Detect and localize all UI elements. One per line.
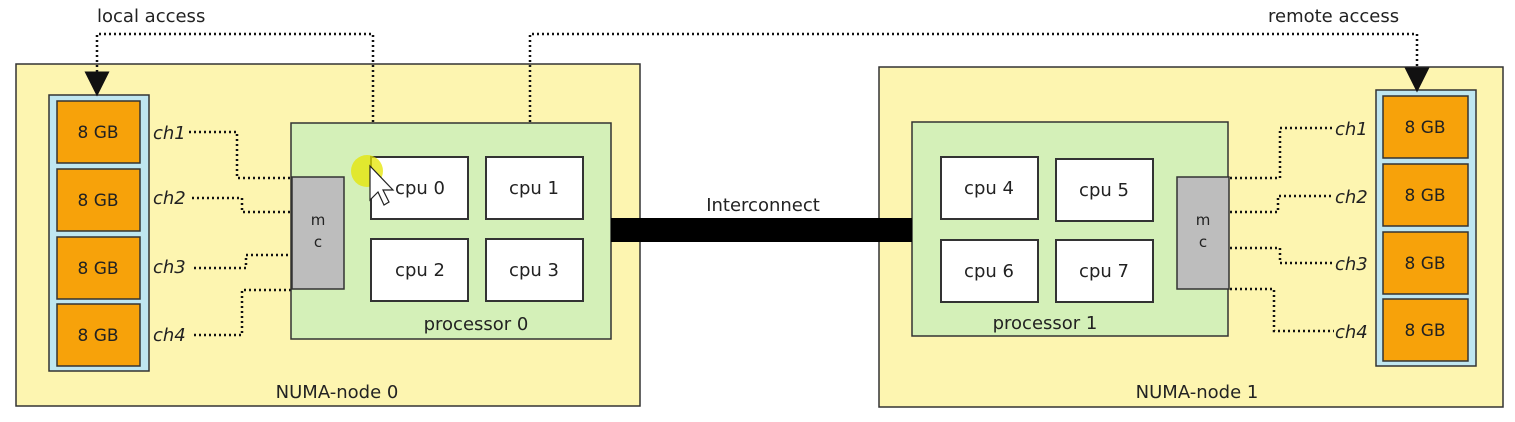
- memory-module-label: 8 GB: [1404, 186, 1445, 206]
- memory-module-label: 8 GB: [77, 259, 118, 279]
- interconnect-bar: [611, 218, 912, 242]
- channel-label-ch1: ch1: [153, 123, 186, 144]
- channel-label-ch2: ch2: [153, 188, 186, 209]
- local-access-arrow: [84, 32, 375, 122]
- channel-line-ch2: [1230, 194, 1334, 214]
- remote-access-arrow: [528, 32, 1430, 122]
- channel-line-ch2: [192, 196, 292, 214]
- cursor-arrow-icon: [369, 164, 395, 206]
- processor-1-label: processor 1: [993, 313, 1098, 334]
- cpu-core: cpu 7: [1055, 239, 1154, 303]
- channel-line-ch3: [194, 253, 292, 270]
- memory-module-label: 8 GB: [77, 326, 118, 346]
- cpu-label: cpu 2: [395, 260, 445, 281]
- cpu-label: cpu 3: [509, 260, 559, 281]
- memory-module: 8 GB: [56, 100, 141, 164]
- memory-module-label: 8 GB: [1404, 118, 1445, 138]
- memory-module: 8 GB: [1382, 163, 1469, 227]
- mc-label-m: m: [311, 211, 326, 229]
- interconnect-label: Interconnect: [706, 195, 820, 216]
- remote-access-label: remote access: [1268, 6, 1399, 27]
- cpu-label: cpu 6: [964, 261, 1014, 282]
- numa-node-0: NUMA-node 0 8 GB 8 GB 8 GB 8 GB ch1 ch2: [15, 63, 641, 407]
- channel-line-ch3: [1230, 246, 1334, 265]
- memory-module-label: 8 GB: [1404, 254, 1445, 274]
- memory-controller-0: m c: [291, 176, 345, 290]
- memory-module-label: 8 GB: [77, 191, 118, 211]
- channel-label-ch2: ch2: [1335, 187, 1368, 208]
- cpu-label: cpu 7: [1079, 261, 1129, 282]
- processor-1: processor 1 cpu 4 cpu 5 cpu 6 cpu 7 m c: [911, 121, 1230, 337]
- memory-controller-1: m c: [1176, 176, 1230, 290]
- channel-label-ch4: ch4: [1335, 322, 1368, 343]
- cpu-core: cpu 5: [1055, 158, 1154, 222]
- memory-module-label: 8 GB: [1404, 321, 1445, 341]
- remote-access: remote access: [528, 6, 1430, 122]
- channel-line-ch1: [189, 130, 292, 180]
- cpu-core: cpu 4: [940, 156, 1039, 220]
- channel-label-ch1: ch1: [1335, 119, 1368, 140]
- channel-line-ch4: [1230, 287, 1334, 333]
- cpu-core: cpu 1: [485, 156, 584, 220]
- mc-label-c: c: [1199, 233, 1207, 251]
- local-access: local access: [84, 6, 375, 122]
- channel-label-ch4: ch4: [153, 325, 186, 346]
- cpu-label: cpu 4: [964, 178, 1014, 199]
- cpu-core: cpu 3: [485, 238, 584, 302]
- processor-0-label: processor 0: [424, 314, 529, 335]
- memory-module: 8 GB: [56, 236, 141, 300]
- channel-label-ch3: ch3: [153, 257, 186, 278]
- memory-module: 8 GB: [1382, 95, 1469, 159]
- mc-label-m: m: [1196, 211, 1211, 229]
- processor-0: processor 0 m c cpu 0 cpu 1 cpu 2 cpu 3: [290, 122, 612, 340]
- channel-line-ch4: [194, 288, 292, 337]
- memory-module: 8 GB: [56, 303, 141, 367]
- interconnect: Interconnect: [611, 195, 912, 242]
- memory-module-label: 8 GB: [77, 123, 118, 143]
- cpu-core: cpu 2: [370, 238, 469, 302]
- memory-module: 8 GB: [56, 168, 141, 232]
- numa-node-1-label: NUMA-node 1: [1136, 382, 1259, 403]
- cpu-label: cpu 0: [395, 178, 445, 199]
- local-access-label: local access: [97, 6, 205, 27]
- channel-label-ch3: ch3: [1335, 254, 1368, 275]
- memory-module: 8 GB: [1382, 298, 1469, 362]
- mc-label-c: c: [314, 233, 322, 251]
- memory-bank-1: 8 GB 8 GB 8 GB 8 GB: [1375, 89, 1477, 367]
- cpu-core: cpu 6: [940, 239, 1039, 303]
- memory-module: 8 GB: [1382, 231, 1469, 295]
- memory-bank-0: 8 GB 8 GB 8 GB 8 GB: [48, 94, 150, 372]
- cpu-label: cpu 5: [1079, 180, 1129, 201]
- mouse-cursor: [351, 155, 395, 206]
- cpu-label: cpu 1: [509, 178, 559, 199]
- numa-node-0-label: NUMA-node 0: [276, 382, 399, 403]
- numa-node-1: NUMA-node 1 processor 1 cpu 4 cpu 5 cpu …: [878, 66, 1504, 408]
- channel-line-ch1: [1230, 126, 1334, 180]
